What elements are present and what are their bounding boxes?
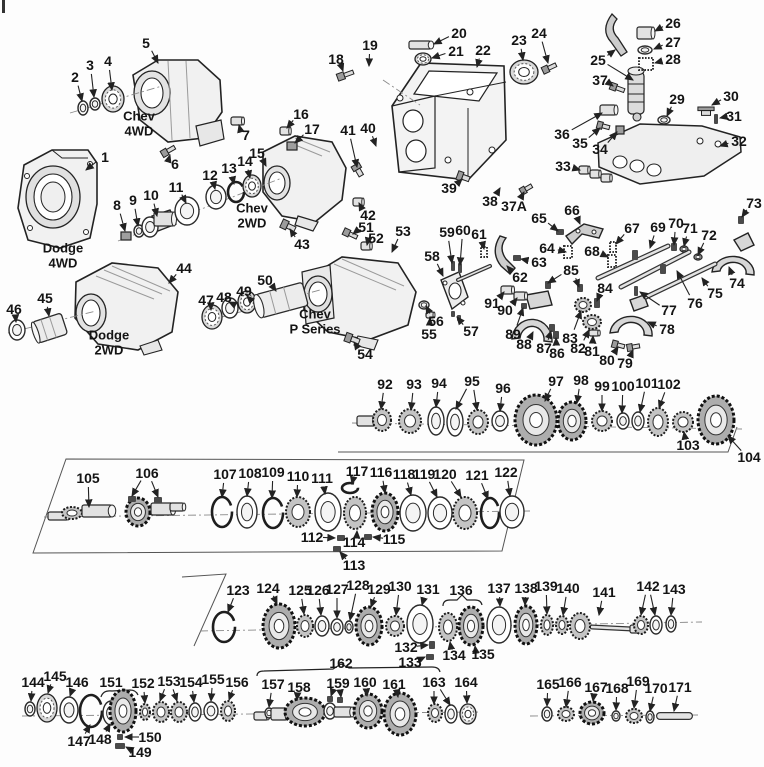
housing-chev-p-series	[301, 256, 417, 351]
outline-layer	[32, 426, 738, 647]
fork-74	[711, 255, 755, 276]
main-case	[391, 62, 507, 181]
fork-88	[511, 318, 553, 343]
lever-62	[494, 235, 516, 276]
brace-162	[256, 663, 441, 677]
housing-chev-2wd	[262, 135, 347, 232]
housing-dodge-2wd	[74, 262, 179, 356]
bracket-66	[564, 223, 604, 246]
fork-78	[609, 315, 653, 337]
shift-cover	[597, 13, 742, 185]
housing-dodge-4wd	[17, 149, 98, 249]
shift-forks	[151, 209, 755, 343]
brace-136	[442, 594, 483, 607]
housing-chev-4wd	[132, 59, 225, 147]
scan-edge-mark	[2, 0, 5, 13]
leader-layer	[11, 23, 750, 755]
shift-lever	[605, 13, 628, 57]
